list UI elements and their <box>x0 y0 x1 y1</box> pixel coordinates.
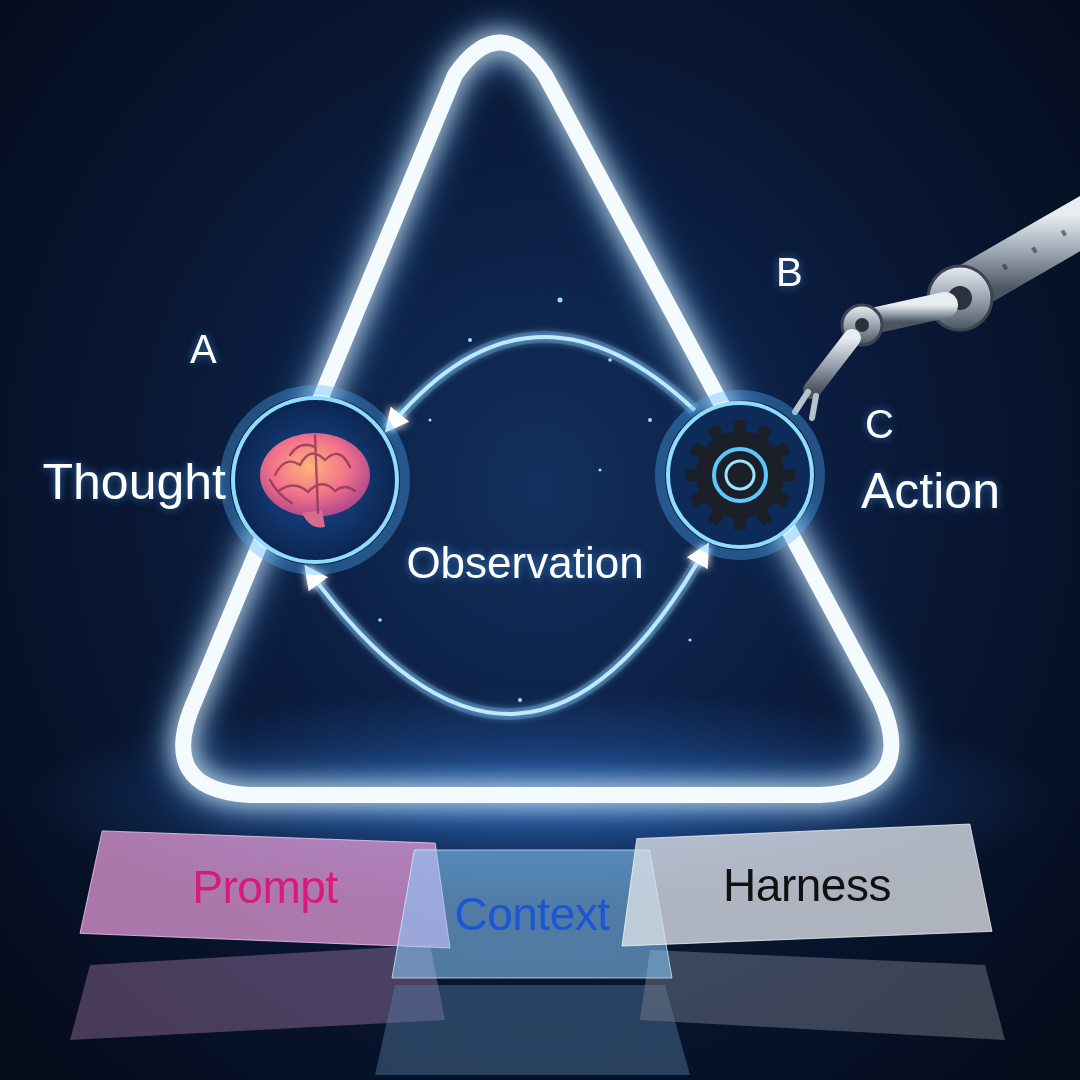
harness-plane: Harness <box>622 824 992 946</box>
plane-label: Context <box>454 887 609 941</box>
loop-label: Observation <box>406 538 643 588</box>
triangle-loop <box>183 43 891 796</box>
loop-arrow <box>388 337 695 429</box>
thought-node: AThought <box>230 395 400 565</box>
callout-letter: A <box>190 327 217 372</box>
prompt-plane: Prompt <box>80 826 450 948</box>
triangle-halo <box>183 43 891 796</box>
arrow-line <box>388 337 695 429</box>
brain-circle <box>230 395 400 565</box>
callout-letter: B <box>776 250 803 295</box>
arrow-glow <box>388 337 695 429</box>
action-node: CAction <box>665 400 815 550</box>
plane-label: Prompt <box>192 860 337 914</box>
robot-arm <box>795 215 1080 418</box>
gear-circle <box>665 400 815 550</box>
step-label: Thought <box>43 453 226 511</box>
callout-letter: C <box>865 402 894 447</box>
step-label: Action <box>861 462 1000 520</box>
plane-label: Harness <box>723 858 891 912</box>
